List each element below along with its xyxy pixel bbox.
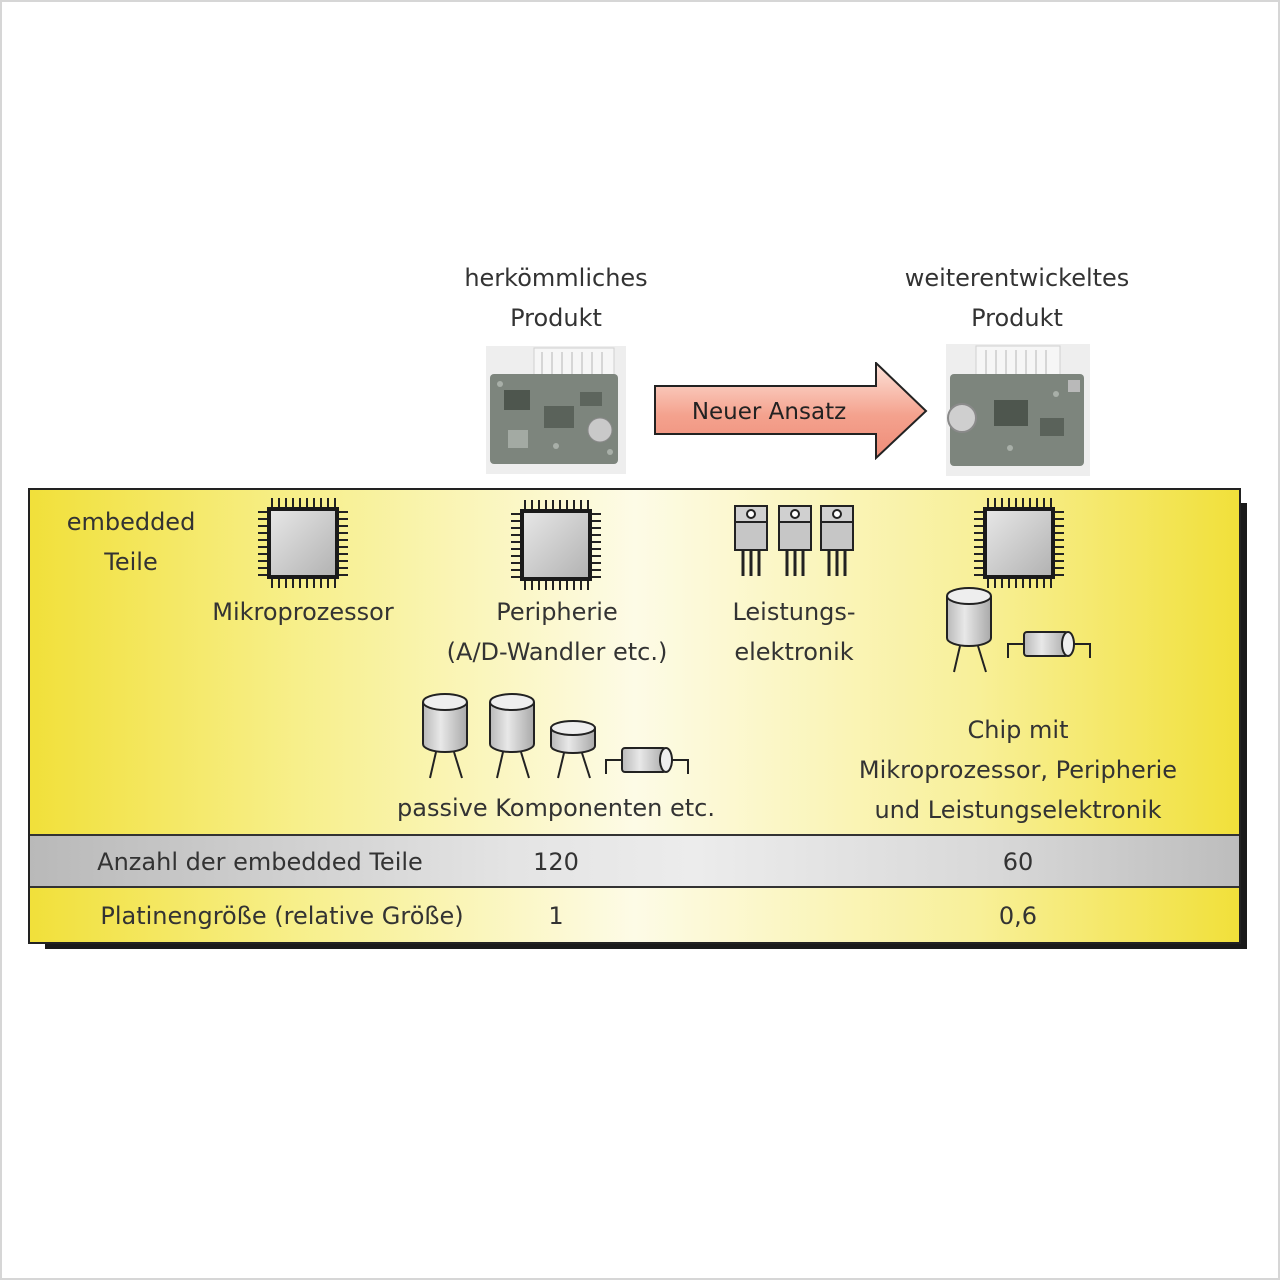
capacitor-icon <box>422 693 468 779</box>
integrated-chip-icon <box>974 498 1064 588</box>
parts-count-label: Anzahl der embedded Teile <box>97 848 423 876</box>
transistor-icon <box>820 505 854 576</box>
advanced-passive-icons <box>946 587 1091 673</box>
peripheral-label: Peripherie (A/D-Wandler etc.) <box>446 598 668 666</box>
integrated-chip-label: Chip mit Mikroprozessor, Peripherie und … <box>858 716 1178 824</box>
microprocessor-label: Mikroprozessor <box>212 598 394 626</box>
power-transistor-icons <box>734 505 854 576</box>
resistor-icon <box>605 747 689 774</box>
resistor-icon <box>1007 631 1091 658</box>
parts-count-conventional: 120 <box>533 848 579 876</box>
transistor-icon <box>734 505 768 576</box>
board-size-conventional: 1 <box>548 902 564 930</box>
embedded-parts-panel: embedded Teile Mikroprozessor Peripherie… <box>28 488 1241 944</box>
new-approach-label: Neuer Ansatz <box>691 399 847 425</box>
arrow-right-icon <box>654 362 928 460</box>
advanced-product-label: weiterentwickeltes Produkt <box>904 264 1130 332</box>
conventional-pcb-photo <box>486 346 626 474</box>
passive-component-icons <box>422 693 689 779</box>
peripheral-chip-icon <box>511 500 601 590</box>
board-size-advanced: 0,6 <box>998 902 1038 930</box>
board-size-label: Platinengröße (relative Größe) <box>100 902 464 930</box>
embedded-parts-label: embedded Teile <box>66 508 196 576</box>
parts-count-advanced: 60 <box>1002 848 1034 876</box>
capacitor-icon <box>489 693 535 779</box>
advanced-pcb-photo <box>946 344 1090 476</box>
capacitor-icon <box>946 587 992 673</box>
count-row-background <box>30 834 1239 888</box>
conventional-product-label: herkömmliches Produkt <box>464 264 648 332</box>
microprocessor-chip-icon <box>258 498 348 588</box>
power-electronics-label: Leistungs- elektronik <box>732 598 856 666</box>
capacitor-icon <box>550 720 596 779</box>
transistor-icon <box>778 505 812 576</box>
passive-components-label: passive Komponenten etc. <box>397 794 715 822</box>
